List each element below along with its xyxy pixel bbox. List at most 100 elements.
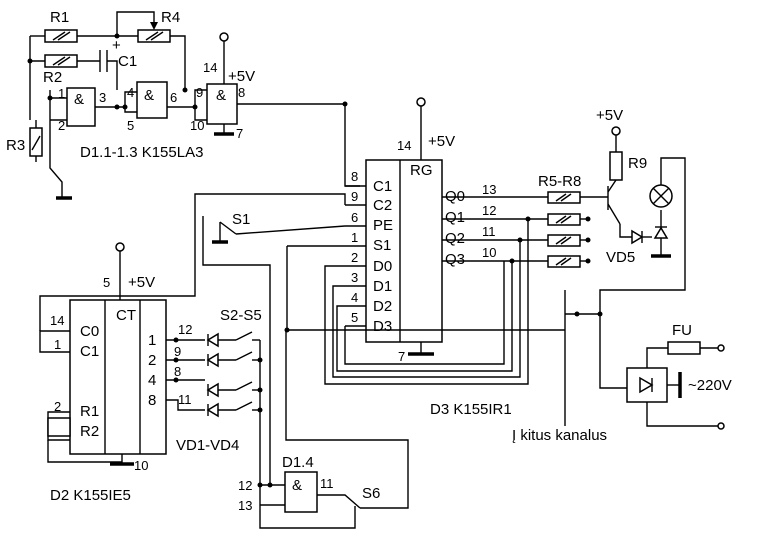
register-body [365, 159, 443, 343]
resistor-r7 [547, 234, 581, 247]
register-d3: RG C1 C2 PE S1 D0 D1 D2 D3 Q0 Q1 Q2 Q3 8… [345, 97, 548, 418]
ac-terminal-1 [717, 344, 725, 352]
diode-switch-matrix: S2-S5 VD1-VD4 [176, 307, 263, 485]
pin-g3b: 10 [190, 118, 204, 133]
vcc-terminal-1 [219, 32, 229, 42]
pin-rg-c1: 8 [351, 169, 358, 184]
pin-rg-vcc: 14 [397, 138, 411, 153]
pin-ct-c0: 14 [50, 313, 64, 328]
vcc-label-1: +5V [228, 68, 255, 85]
ct-pin-c0: C0 [80, 323, 99, 340]
label-d1-4: D1.4 [282, 454, 314, 471]
gate-d1-3 [206, 83, 238, 125]
resistor-r9 [609, 151, 623, 181]
pin-rg-q1: 12 [482, 203, 496, 218]
d2-caption: D2 K155IE5 [50, 487, 131, 504]
vcc-terminal-3 [611, 126, 621, 136]
vcc-label-2: +5V [428, 133, 455, 150]
pin-rg-s1: 1 [351, 230, 358, 245]
vcc-label-4: +5V [128, 274, 155, 291]
pin-g1o: 3 [99, 90, 106, 105]
pin-g3a: 9 [196, 85, 203, 100]
pin-g1a: 1 [58, 86, 65, 101]
resistor-r8 [547, 255, 581, 268]
gate-d1-2 [136, 81, 168, 119]
pin-rg-d3: 5 [351, 310, 358, 325]
pin-g1b: 2 [58, 118, 65, 133]
label-r5-r8: R5-R8 [538, 173, 581, 190]
d1-caption: D1.1-1.3 K155LA3 [80, 144, 203, 161]
ct-pin-r1: R1 [80, 403, 99, 420]
vcc-terminal-4 [115, 242, 125, 252]
rg-pin-d2: D2 [373, 298, 392, 315]
vcc-terminal-2 [416, 97, 426, 107]
pin-rg-d1: 3 [351, 270, 358, 285]
rg-pin-q3: Q3 [445, 251, 465, 268]
rg-pin-c2: C2 [373, 197, 392, 214]
label-r2: R2 [43, 69, 62, 86]
gate-d1-4-body [284, 471, 318, 513]
label-s2-s5: S2-S5 [220, 307, 262, 324]
label-vd5: VD5 [606, 249, 635, 266]
pin-ct-vcc: 5 [103, 275, 110, 290]
rg-pin-d1: D1 [373, 278, 392, 295]
ct-pin-1: 1 [148, 332, 156, 349]
pin-g2b: 5 [127, 118, 134, 133]
gate-d1-2-symbol: & [144, 87, 154, 104]
label-c1: C1 [118, 53, 137, 70]
ct-pin-r2: R2 [80, 423, 99, 440]
pin-rg-q2: 11 [482, 224, 496, 239]
counter-body [69, 299, 167, 455]
pin-rg-gnd: 7 [398, 349, 405, 364]
label-r3: R3 [6, 137, 25, 154]
gate-d1-1 [66, 87, 96, 127]
diode-vd4 [206, 401, 253, 418]
label-c1-plus: + [112, 37, 121, 54]
label-s1: S1 [232, 211, 250, 228]
rg-pin-pe: PE [373, 217, 393, 234]
pin-ct-q4: 8 [174, 364, 181, 379]
fuse-fu [667, 341, 701, 355]
shift-feedback-wiring [324, 216, 531, 385]
resistor-r5 [547, 191, 581, 204]
pin-ct-q8: 11 [178, 392, 192, 407]
pin-g3gnd: 7 [236, 126, 243, 141]
pin-g3o: 8 [238, 85, 245, 100]
ct-pin-8: 8 [148, 392, 156, 409]
gate-d1-4-symbol: & [292, 477, 302, 494]
pin-g2o: 6 [170, 90, 177, 105]
ac-terminal-2 [717, 422, 725, 430]
counter-ct-label: CT [116, 307, 136, 324]
gate-d1-4: & D1.4 12 13 11 S6 [238, 330, 409, 529]
label-fu: FU [672, 322, 692, 339]
pin-ct-q2: 9 [174, 344, 181, 359]
output-stage: R5-R8 R9 +5V VD5 [512, 107, 732, 444]
gate-d1-1-symbol: & [74, 91, 84, 108]
rg-pin-d0: D0 [373, 258, 392, 275]
pin-g3vcc: 14 [203, 60, 217, 75]
pin-rg-d0: 2 [351, 250, 358, 265]
vcc-label-3: +5V [596, 107, 623, 124]
resistor-r2 [44, 54, 78, 68]
rg-pin-q2: Q2 [445, 230, 465, 247]
pin-g4o: 11 [320, 476, 334, 491]
pin-ct-r1: 2 [54, 399, 61, 414]
switch-s1[interactable]: S1 [202, 211, 346, 485]
oscillator-section: R1 R4 R2 + C1 & 1 2 3 & 4 [6, 9, 360, 200]
rg-pin-c1: C1 [373, 178, 392, 195]
label-vd1-vd4: VD1-VD4 [176, 437, 239, 454]
label-r9: R9 [628, 155, 647, 172]
rg-pin-s1: S1 [373, 237, 391, 254]
pin-rg-q3: 10 [482, 245, 496, 260]
diode-vd2 [206, 351, 253, 368]
label-220v: ~220V [688, 377, 732, 394]
pin-ct-q1: 12 [178, 322, 192, 337]
ct-pin-c1: C1 [80, 343, 99, 360]
diode-vd3 [206, 381, 253, 398]
ct-pin-2: 2 [148, 352, 156, 369]
diode-vd1 [206, 331, 253, 348]
label-r4: R4 [161, 9, 180, 26]
counter-d2: CT C0 C1 R1 R2 1 2 4 8 14 1 2 3 5 10 12 … [39, 193, 346, 504]
pin-rg-q0: 13 [482, 182, 496, 197]
